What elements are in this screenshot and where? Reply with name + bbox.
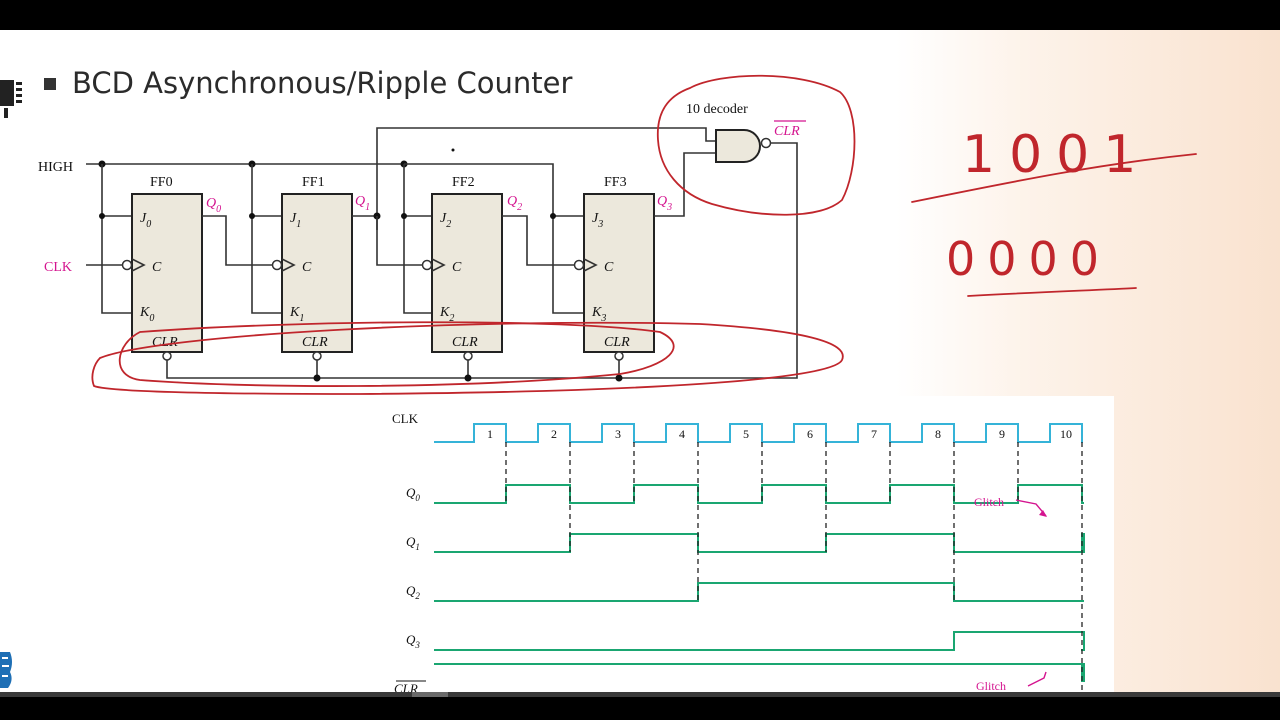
high-label: HIGH xyxy=(38,160,73,175)
ink-loop-clr-1 xyxy=(118,321,675,387)
ff0-name: FF0 xyxy=(150,175,173,190)
ink-circle-decoder xyxy=(656,74,856,216)
svg-text:K0: K0 xyxy=(139,305,154,324)
svg-text:J0: J0 xyxy=(140,211,151,230)
slide-title: BCD Asynchronous/Ripple Counter xyxy=(72,66,573,100)
svg-text:K1: K1 xyxy=(289,305,304,324)
timing-clk-label: CLK xyxy=(392,411,419,426)
signal-label: Q0 xyxy=(406,485,420,503)
clk-pulse-number: 9 xyxy=(999,427,1005,441)
signal-label: Q2 xyxy=(406,583,420,601)
ff3-name: FF3 xyxy=(604,175,627,190)
clk-pulse-number: 10 xyxy=(1060,427,1072,441)
clk-input-label: CLK xyxy=(44,260,72,275)
signal-waveform xyxy=(434,582,1084,602)
svg-text:J1: J1 xyxy=(290,211,301,230)
ff2-name: FF2 xyxy=(452,175,475,190)
clk-pulse-number: 8 xyxy=(935,427,941,441)
decoder-label: 10 decoder xyxy=(686,102,748,117)
ink-loop-clr-2 xyxy=(91,321,844,395)
chip-icon xyxy=(0,66,30,127)
glitch-label-1: Glitch xyxy=(974,495,1004,509)
flip-flop-ff3: FF3 J3 C K3 CLR Q3 xyxy=(573,175,672,361)
svg-text:Q3: Q3 xyxy=(657,194,672,213)
svg-text:Q1: Q1 xyxy=(355,194,370,213)
svg-text:C: C xyxy=(152,260,162,275)
flip-flop-ff2: FF2 J2 C K2 CLR Q2 xyxy=(421,175,522,361)
logo-icon xyxy=(0,648,16,692)
glitch-label-2: Glitch xyxy=(976,679,1006,692)
flip-flop-ff1: FF1 J1 C K1 CLR Q1 xyxy=(271,175,370,361)
signal-label: CLR xyxy=(394,681,418,692)
nand-gate xyxy=(715,129,772,163)
signal-waveform xyxy=(434,533,1085,553)
svg-text:C: C xyxy=(452,260,462,275)
svg-text:C: C xyxy=(604,260,614,275)
video-progress-buffer xyxy=(412,692,448,697)
clk-pulse-number: 5 xyxy=(743,427,749,441)
clk-pulse-number: 4 xyxy=(679,427,685,441)
svg-text:CLR: CLR xyxy=(452,335,478,350)
clk-pulse-number: 3 xyxy=(615,427,621,441)
svg-text:K2: K2 xyxy=(439,305,454,324)
flip-flop-ff0: FF0 J0 C K0 CLR Q0 xyxy=(121,175,221,361)
svg-text:J3: J3 xyxy=(592,211,603,230)
video-progress-track[interactable] xyxy=(0,692,1280,697)
svg-text:J2: J2 xyxy=(440,211,451,230)
svg-text:K3: K3 xyxy=(591,305,606,324)
title-row: BCD Asynchronous/Ripple Counter xyxy=(44,66,572,100)
signal-label: Q1 xyxy=(406,534,420,552)
title-bullet xyxy=(44,78,56,90)
clk-pulse-number: 2 xyxy=(551,427,557,441)
ff1-name: FF1 xyxy=(302,175,325,190)
svg-text:Q2: Q2 xyxy=(507,194,522,213)
signal-waveform xyxy=(434,663,1085,682)
signal-waveform xyxy=(434,631,1085,651)
handwritten-bottom: 0000 xyxy=(946,232,1111,286)
svg-text:CLR: CLR xyxy=(604,335,630,350)
slide: BCD Asynchronous/Ripple Counter HIGH CLK xyxy=(0,30,1280,692)
svg-text:Q0: Q0 xyxy=(206,196,221,215)
svg-text:CLR: CLR xyxy=(302,335,328,350)
signal-label: Q3 xyxy=(406,632,420,650)
circuit-diagram: HIGH CLK FF0 J0 C K0 CLR xyxy=(38,74,856,395)
handwritten-notes: 1001 0000 xyxy=(911,125,1197,297)
decoder-clr-label: CLR xyxy=(774,124,800,139)
clk-pulse-number: 1 xyxy=(487,427,493,441)
clk-pulse-number: 7 xyxy=(871,427,877,441)
clk-pulse-number: 6 xyxy=(807,427,813,441)
svg-text:C: C xyxy=(302,260,312,275)
handwritten-top: 1001 xyxy=(962,125,1150,185)
